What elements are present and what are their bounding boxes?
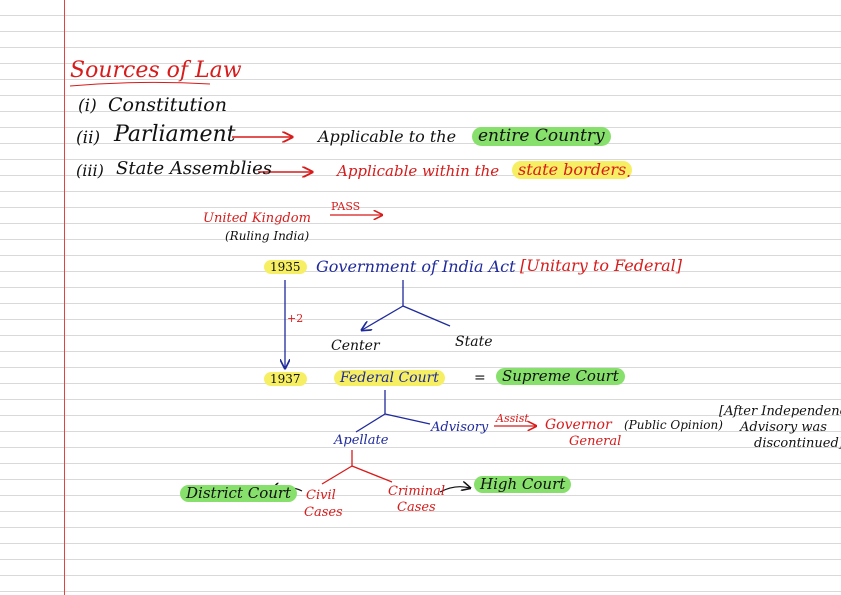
act-note: [Unitary to Federal] (520, 256, 682, 275)
act-split-right (402, 305, 451, 327)
source-3-desc: Applicable within the (337, 162, 500, 180)
act-year: 1935 (264, 260, 307, 274)
court-split-left (355, 413, 386, 433)
supreme-court: Supreme Court (496, 368, 625, 385)
act-plus-two: +2 (287, 312, 304, 325)
high-court: High Court (474, 476, 572, 493)
act-split-left (362, 305, 404, 330)
appellate-split-left (321, 465, 353, 485)
source-2-desc: Applicable to the (318, 127, 457, 146)
source-2-number: (ii) (76, 128, 101, 148)
assist-label: Assist (496, 412, 529, 425)
note-line-2: Advisory was (740, 420, 827, 435)
pass-label: PASS (331, 200, 361, 213)
note-line-1: [After Independence (719, 404, 841, 419)
appellate-label: Apellate (334, 433, 389, 448)
source-3-highlight: state borders (512, 161, 633, 179)
uk-note: (Ruling India) (225, 229, 310, 243)
appellate-split-right (351, 465, 393, 483)
governor-label: Governor (545, 417, 612, 433)
source-2-highlight: entire Country (472, 127, 611, 146)
advisory-label: Advisory (431, 420, 489, 435)
center-label: Center (331, 338, 380, 354)
criminal-cases-line-2: Cases (397, 500, 436, 515)
source-1-name: Constitution (108, 94, 227, 116)
court-split-right (384, 413, 431, 425)
uk-name: United Kingdom (203, 211, 311, 226)
public-opinion: (Public Opinion) (624, 418, 723, 432)
equals-sign: = (474, 370, 486, 386)
civil-cases-line-2: Cases (304, 505, 343, 520)
source-2-name: Parliament (114, 122, 236, 147)
court-year: 1937 (264, 372, 307, 386)
act-name: Government of India Act (316, 257, 516, 276)
source-3-period: . (626, 162, 632, 181)
criminal-cases-line-1: Criminal (388, 484, 446, 499)
page-title: Sources of Law (70, 58, 242, 83)
source-3-number: (iii) (76, 161, 104, 180)
state-label: State (455, 334, 493, 350)
district-court: District Court (180, 485, 298, 502)
source-3-name: State Assemblies (116, 158, 273, 179)
federal-court: Federal Court (334, 370, 445, 386)
source-1-number: (i) (78, 96, 97, 116)
note-line-3: discontinued] (754, 436, 841, 451)
civil-cases-line-1: Civil (306, 488, 336, 503)
general-label: General (569, 434, 622, 449)
margin-line (64, 0, 65, 595)
